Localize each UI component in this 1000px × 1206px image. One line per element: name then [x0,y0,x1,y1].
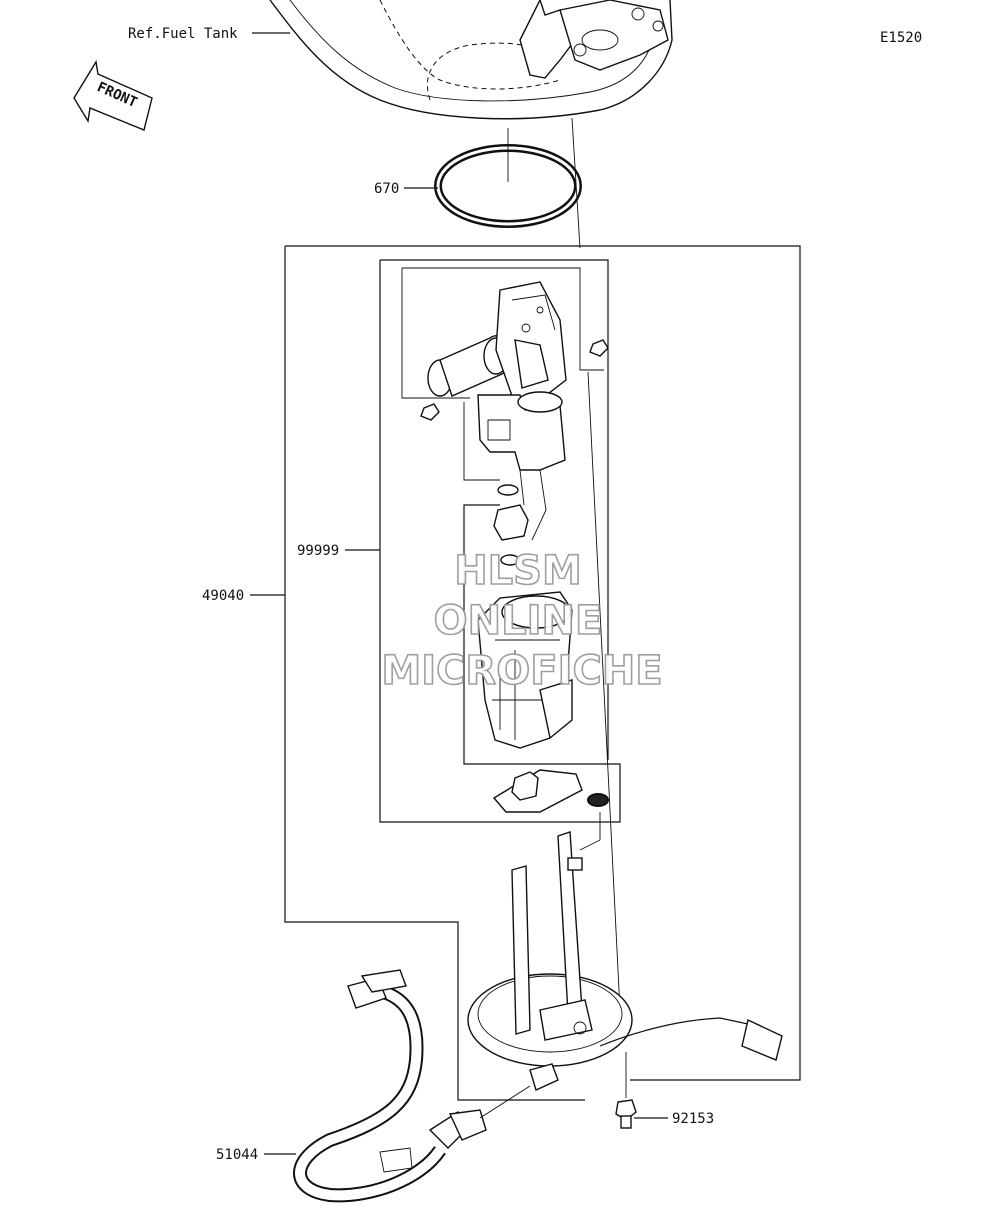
label-92153: 92153 [672,1111,714,1127]
watermark-line-2: ONLINE [434,598,603,644]
label-670: 670 [374,181,399,197]
watermark-line-3: MICROFICHE [381,648,662,694]
pump-base [492,769,583,813]
fuel-pump-body [477,591,573,749]
bolt-92153 [615,1052,637,1129]
label-51044: 51044 [216,1147,258,1163]
label-99999: 99999 [297,543,339,559]
pump-flange [467,831,633,1091]
sensor-harness [599,1017,783,1061]
bolt-icon [420,339,609,421]
label-ref-fuel-tank: Ref.Fuel Tank [128,26,238,42]
fuel-filter [493,469,547,541]
o-ring-upper [497,484,519,496]
watermark-line-1: HLSM [454,548,582,594]
fuel-tank-ref [269,0,673,120]
pump-housing-upper [477,391,566,471]
fuel-hose-51044 [293,969,487,1203]
o-ring-lower [587,793,609,807]
watermark: HLSM ONLINE MICROFICHE [381,547,664,695]
label-49040: 49040 [202,588,244,604]
front-arrow-icon: FRONT [73,60,153,131]
o-ring-middle [500,554,520,566]
pump-bracket [495,281,567,401]
diagram-code: E1520 [880,30,922,46]
